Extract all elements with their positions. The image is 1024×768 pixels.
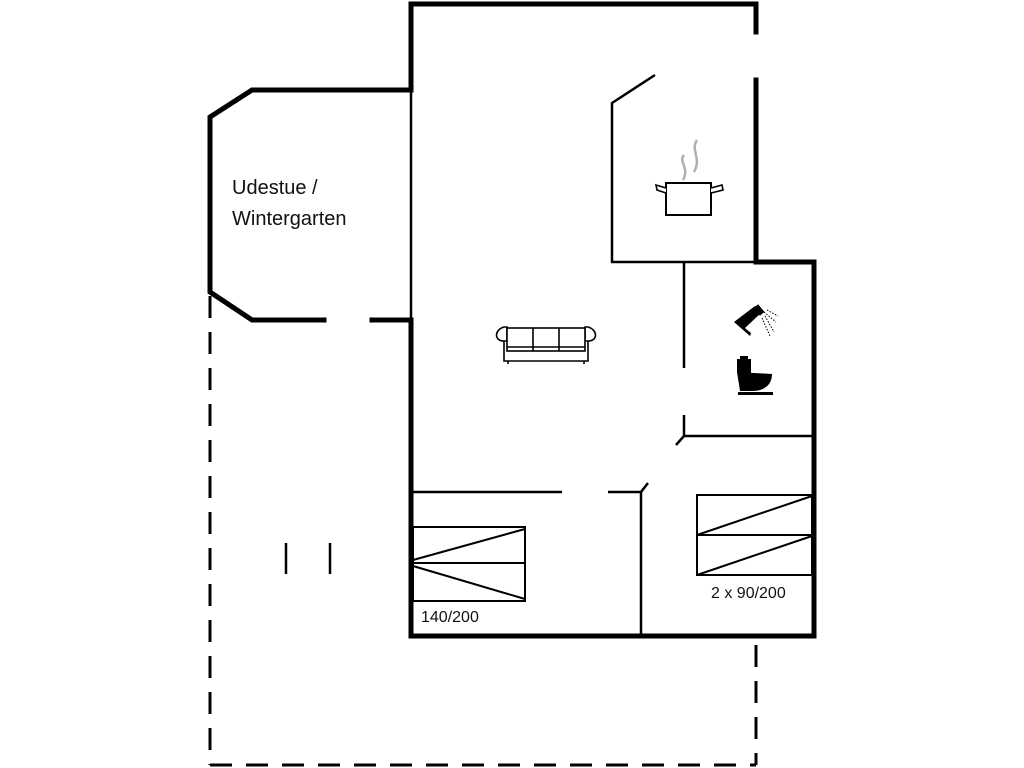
bed-label-twin: 2 x 90/200 (711, 585, 786, 602)
cooking-pot-icon (654, 139, 724, 216)
sofa-icon (495, 326, 597, 364)
exterior-walls (207, 1, 817, 639)
shower-icon (734, 304, 779, 337)
terrace-marks (284, 543, 332, 574)
twin-beds (696, 494, 813, 576)
room-label-wintergarden-line1: Udestue / (232, 177, 318, 199)
terrace-outline (208, 296, 758, 767)
double-bed (412, 526, 526, 602)
room-label-wintergarden-line2: Wintergarten (232, 208, 347, 230)
interior-walls (409, 73, 812, 634)
toilet-icon (737, 356, 773, 395)
bed-label-double: 140/200 (421, 609, 479, 626)
